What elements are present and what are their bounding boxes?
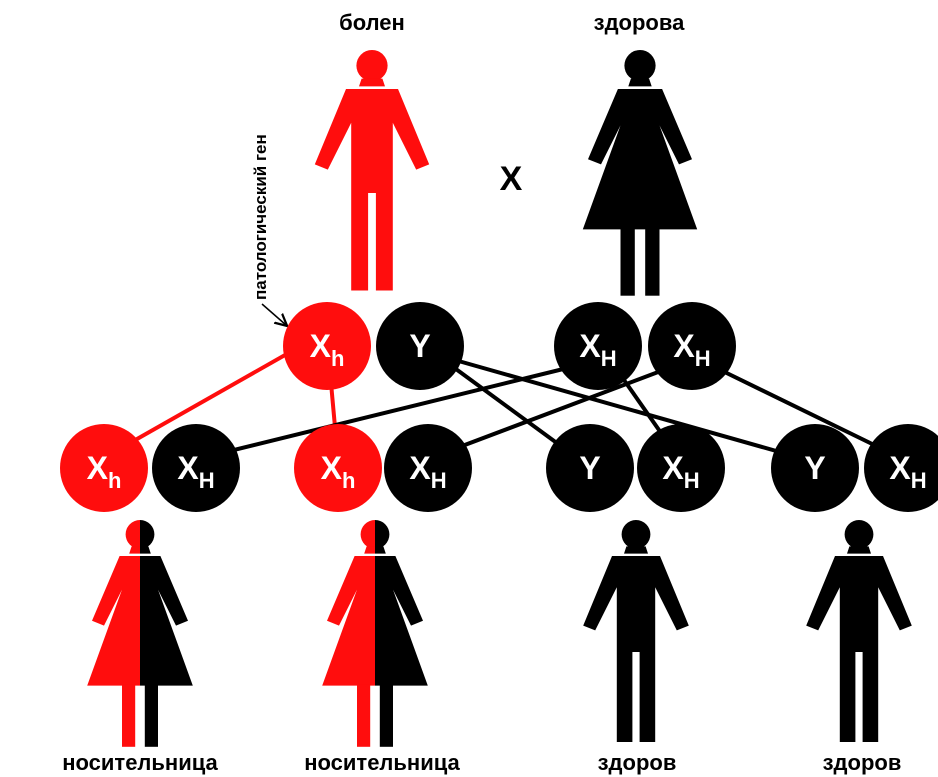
gamete-circle: XH (648, 302, 736, 390)
genotype-circle: XH (384, 424, 472, 512)
allele-circle (546, 424, 634, 512)
offspring-status-label: носительница (304, 750, 460, 775)
genotype-circle: XH (637, 424, 725, 512)
allele-label: Y (804, 450, 825, 486)
allele-circle (376, 302, 464, 390)
mother-gametes: XH XH (554, 302, 736, 390)
allele-circle (384, 424, 472, 512)
allele-circle (152, 424, 240, 512)
father-status-label: болен (339, 10, 405, 35)
annotation-arrow (261, 303, 286, 325)
cross-symbol: X (500, 160, 523, 198)
allele-circle (554, 302, 642, 390)
father-gametes: Xh Y (283, 302, 464, 390)
male-figure-icon (583, 520, 689, 742)
connector-line (192, 358, 601, 462)
male-figure-icon (314, 50, 430, 291)
female-figure-icon (87, 520, 193, 747)
allele-label: Y (409, 328, 430, 364)
genotype-circle: Y (546, 424, 634, 512)
allele-circle (60, 424, 148, 512)
allele-circle (648, 302, 736, 390)
genotype-circle: XH (864, 424, 938, 512)
mother-status-label: здорова (594, 10, 685, 35)
connector-line (424, 358, 691, 462)
gamete-circle: XH (554, 302, 642, 390)
allele-circle (294, 424, 382, 512)
offspring-status-label: здоров (823, 750, 902, 775)
allele-circle (864, 424, 938, 512)
allele-label: Y (579, 450, 600, 486)
female-figure-icon (322, 520, 428, 747)
offspring-genotypes: Xh XH Xh XH Y XH Y XH (60, 424, 938, 512)
genotype-circle: Y (771, 424, 859, 512)
allele-label: XH (889, 450, 926, 493)
genotype-circle: XH (152, 424, 240, 512)
pathologic-gene-annotation: патологический ген (251, 134, 270, 300)
connector-line (699, 358, 906, 462)
allele-circle (637, 424, 725, 512)
male-figure-icon (806, 520, 912, 742)
connector-line (454, 358, 809, 462)
offspring-status-label: носительница (62, 750, 218, 775)
allele-label: XH (579, 328, 616, 371)
gamete-circle: Xh (283, 302, 371, 390)
allele-circle (283, 302, 371, 390)
offspring-status-label: здоров (598, 750, 677, 775)
genotype-circle: Xh (294, 424, 382, 512)
genotype-circle: Xh (60, 424, 148, 512)
female-figure-icon (582, 50, 698, 296)
gamete-circle: Y (376, 302, 464, 390)
allele-circle (771, 424, 859, 512)
